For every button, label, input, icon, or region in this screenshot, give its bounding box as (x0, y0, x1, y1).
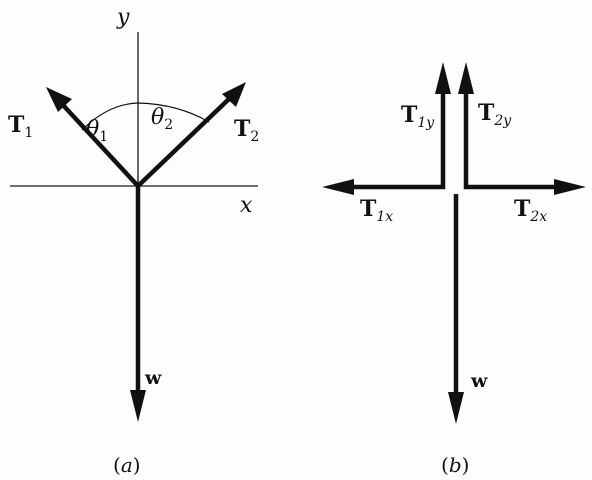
t1y-sub: 1y (417, 115, 435, 131)
w-label-a: w (144, 367, 162, 389)
t2-sub: 2 (250, 129, 259, 145)
w-label-b: w (470, 370, 488, 392)
t2-component-corner (463, 90, 556, 190)
t1-label: T1 (8, 112, 33, 141)
t1x-base: T (360, 196, 377, 222)
t2-vector (136, 96, 232, 188)
caption-a-letter: a (121, 453, 133, 477)
t1y-base: T (401, 102, 418, 128)
theta1-base: θ (86, 117, 99, 142)
t1-base: T (8, 112, 25, 138)
t1-arrowhead (46, 87, 72, 112)
t1-vector (60, 102, 140, 188)
y-axis-label: y (116, 5, 130, 30)
t2-label: T2 (234, 116, 259, 145)
t1x-sub: 1x (376, 209, 393, 225)
theta2-sub: 2 (164, 117, 173, 133)
theta2-label: θ2 (151, 105, 173, 133)
t2y-base: T (478, 100, 495, 126)
theta1-label: θ1 (86, 117, 108, 145)
panel-a: y x θ1 θ2 T1 T2 w (a) (8, 5, 259, 477)
t2y-label: T2y (478, 100, 512, 129)
t2x-sub: 2x (529, 209, 547, 225)
caption-b-close: ) (462, 453, 470, 477)
caption-b-letter: b (449, 453, 462, 477)
t2y-arrowhead (458, 62, 474, 94)
t1x-label: T1x (360, 196, 393, 225)
caption-a: (a) (113, 453, 141, 477)
t2x-label: T2x (514, 196, 547, 225)
theta1-sub: 1 (99, 129, 108, 145)
theta2-base: θ (151, 105, 164, 130)
t1-component-corner (352, 90, 446, 190)
caption-a-close: ) (133, 453, 141, 477)
caption-b-open: ( (441, 453, 449, 477)
x-axis-label: x (240, 193, 253, 218)
w-arrowhead-b (448, 392, 464, 424)
w-arrowhead-a (130, 390, 146, 422)
t1x-arrowhead (322, 179, 354, 195)
theta2-arc (137, 102, 210, 123)
t2y-sub: 2y (493, 113, 512, 129)
t2-base: T (234, 116, 251, 142)
caption-a-open: ( (113, 453, 121, 477)
caption-b: (b) (441, 453, 469, 477)
t1y-arrowhead (435, 62, 451, 94)
t2-arrowhead (222, 82, 246, 107)
panel-b: T1y T2y T1x T2x w (b) (322, 62, 586, 477)
t2x-arrowhead (554, 179, 586, 195)
t1y-label: T1y (401, 102, 435, 131)
t2x-base: T (514, 196, 531, 222)
t1-sub: 1 (24, 125, 33, 141)
theta1-arc (81, 102, 139, 131)
